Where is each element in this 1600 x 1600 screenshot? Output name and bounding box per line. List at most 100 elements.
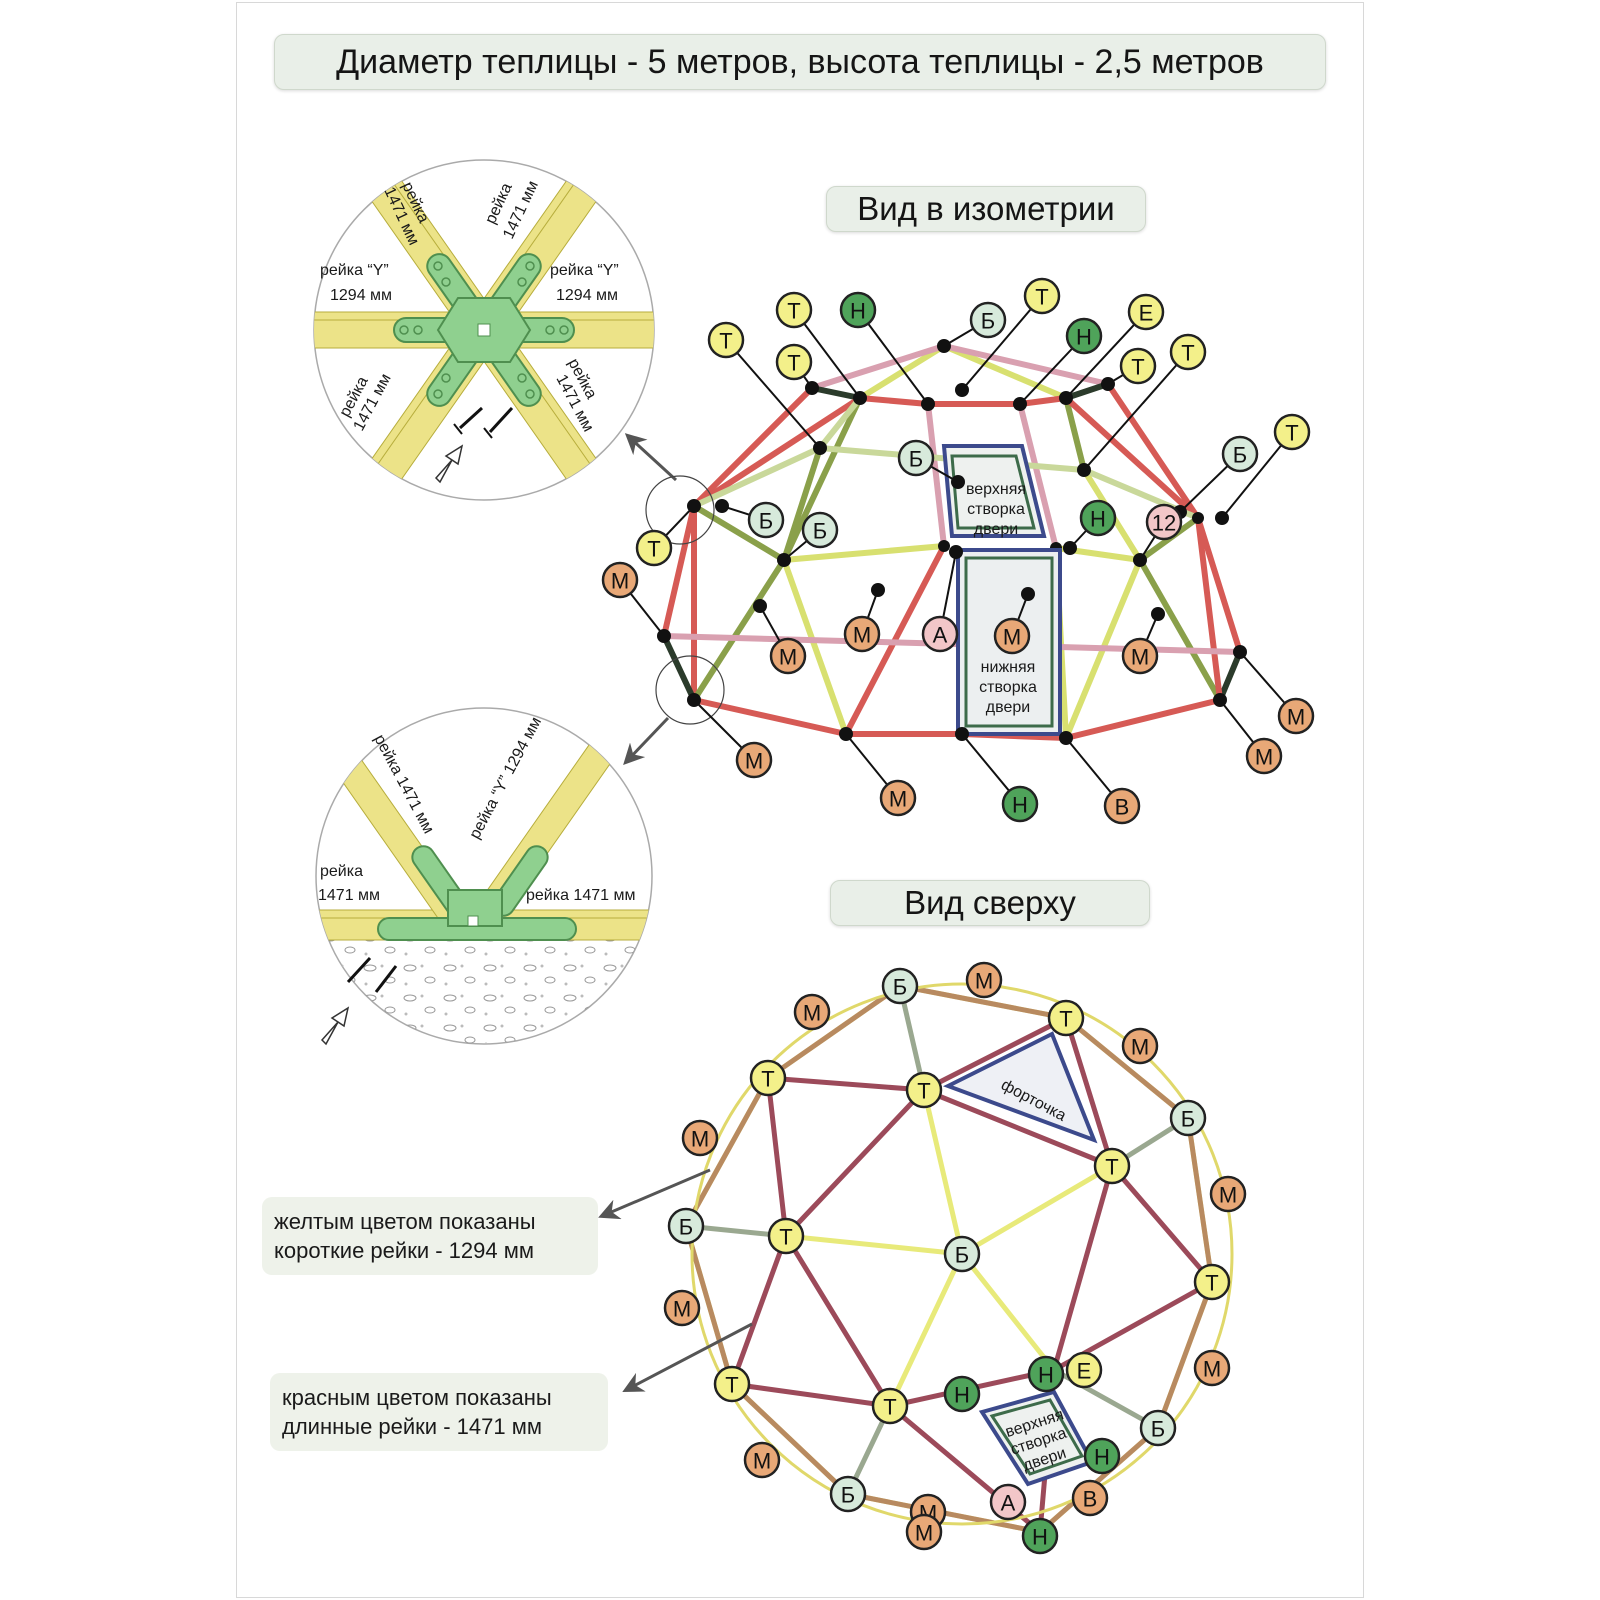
- iso-strut: [661, 503, 697, 639]
- iso-strut: [781, 395, 863, 563]
- node-label: М: [691, 1127, 709, 1152]
- top-node-В-28: В: [1071, 1479, 1109, 1517]
- node-circle: [1139, 1409, 1177, 1447]
- legend-long-line-1: красным цветом показаны: [282, 1385, 552, 1410]
- node-circle: [1193, 1263, 1231, 1301]
- node-label: В: [1083, 1487, 1098, 1512]
- insert-arrow-icon: [320, 1006, 350, 1046]
- node-label: Б: [813, 519, 827, 544]
- iso-strut: [1137, 557, 1223, 703]
- label-base-rail-horiz-2: 1471 мм: [318, 887, 380, 904]
- top-node-Н-23: Н: [1083, 1437, 1121, 1475]
- node-circle: [775, 291, 813, 329]
- label-base-rail-right: рейка 1471 мм: [526, 887, 635, 904]
- iso-strut: [809, 385, 863, 401]
- top-strut: [1037, 1425, 1161, 1535]
- top-node-Н-21: Н: [943, 1375, 981, 1413]
- label-rail-y-right-2: 1294 мм: [556, 287, 618, 304]
- node-circle: [1065, 317, 1103, 355]
- iso-node-М-29: М: [839, 727, 917, 817]
- top-strut: [921, 1015, 1069, 1093]
- top-strut: [729, 1381, 893, 1409]
- iso-node-Н-6: Н: [1013, 317, 1103, 411]
- joint-dot: [1101, 377, 1115, 391]
- joint-dot: [1133, 553, 1147, 567]
- iso-node-Т-8: Т: [1101, 347, 1157, 391]
- iso-node-Б-11: Б: [715, 499, 785, 539]
- node-circle: [769, 637, 807, 675]
- top-outline: [690, 982, 1234, 1526]
- joint-dot: [937, 339, 951, 353]
- top-strut: [683, 1223, 735, 1387]
- leader-line: [1065, 311, 1147, 399]
- top-node-Т-3: Т: [1047, 999, 1085, 1037]
- node-label: М: [853, 623, 871, 648]
- top-strut: [887, 1251, 965, 1409]
- node-label: Т: [883, 1395, 896, 1420]
- iso-strut: [1063, 395, 1087, 473]
- top-strut: [897, 983, 1069, 1021]
- node-label: Н: [1094, 1445, 1110, 1470]
- insert-arrow-icon: [434, 444, 464, 484]
- iso-strut: [691, 557, 787, 703]
- iso-node-М-18: М: [601, 561, 671, 643]
- node-label: Б: [909, 447, 923, 472]
- node-label: Б: [841, 1483, 855, 1508]
- legend-arrow-red: [622, 1322, 753, 1392]
- iso-door-upper: верхняя створка двери: [941, 444, 1047, 538]
- joint-dot: [777, 553, 791, 567]
- iso-node-Т-12: Т: [635, 499, 701, 567]
- node-circle: [663, 1289, 701, 1327]
- iso-node-Б-10: Б: [897, 439, 965, 489]
- iso-strut: [781, 543, 947, 563]
- connector-plate: [393, 253, 575, 407]
- node-label: Е: [1139, 301, 1154, 326]
- node-circle: [1065, 1351, 1103, 1389]
- top-strut: [1109, 1163, 1215, 1285]
- node-label: М: [745, 749, 763, 774]
- node-circle: [879, 779, 917, 817]
- iso-strut: [1217, 649, 1243, 703]
- iso-strut: [781, 557, 849, 737]
- joint-dot: [871, 583, 885, 597]
- top-strut: [921, 1087, 965, 1257]
- node-label: Т: [725, 1373, 738, 1398]
- joint-dot: [1059, 731, 1073, 745]
- iso-door-upper-line-2: створка: [967, 501, 1025, 518]
- joint-dot: [955, 383, 969, 397]
- iso-highlight-hub: [645, 475, 715, 545]
- node-circle: [1021, 1517, 1059, 1555]
- node-label: Т: [719, 329, 732, 354]
- joint-dot: [813, 441, 827, 455]
- iso-node-А-21: А: [921, 545, 963, 653]
- detail-base-connector: рейка 1471 мм рейка “Y” 1294 мм рейка 14…: [315, 707, 653, 1046]
- label-rail-y-right-1: рейка “Y”: [550, 262, 619, 279]
- leader-line: [961, 295, 1043, 391]
- joint-dot: [753, 599, 767, 613]
- node-circle: [1001, 785, 1039, 823]
- iso-strut: [1063, 395, 1201, 521]
- top-node-Т-15: Т: [1193, 1263, 1231, 1301]
- iso-node-М-25: М: [1213, 693, 1283, 775]
- top-node-М-29: М: [905, 1513, 943, 1551]
- iso-strut: [1195, 515, 1223, 703]
- top-node-М-1: М: [965, 961, 1003, 999]
- top-strut: [1155, 1279, 1215, 1431]
- joint-dot: [1233, 645, 1247, 659]
- legend-arrow-yellow: [598, 1168, 711, 1220]
- isometric-view-title: Вид в изометрии: [826, 186, 1146, 232]
- top-strut: [959, 1251, 1057, 1373]
- top-node-Е-19: Е: [1065, 1351, 1103, 1389]
- legend-short-line-1: желтым цветом показаны: [274, 1209, 536, 1234]
- top-strut: [783, 1233, 965, 1257]
- node-circle: [1193, 1349, 1231, 1387]
- iso-strut: [781, 445, 823, 563]
- node-circle: [993, 617, 1031, 655]
- top-vent: форточка: [942, 1031, 1098, 1144]
- screw-icon: [346, 956, 398, 993]
- node-circle: [635, 529, 673, 567]
- node-label: М: [1203, 1357, 1221, 1382]
- iso-door-upper-line-3: двери: [974, 521, 1018, 538]
- top-view-title: Вид сверху: [830, 880, 1150, 926]
- iso-strut: [1063, 697, 1223, 741]
